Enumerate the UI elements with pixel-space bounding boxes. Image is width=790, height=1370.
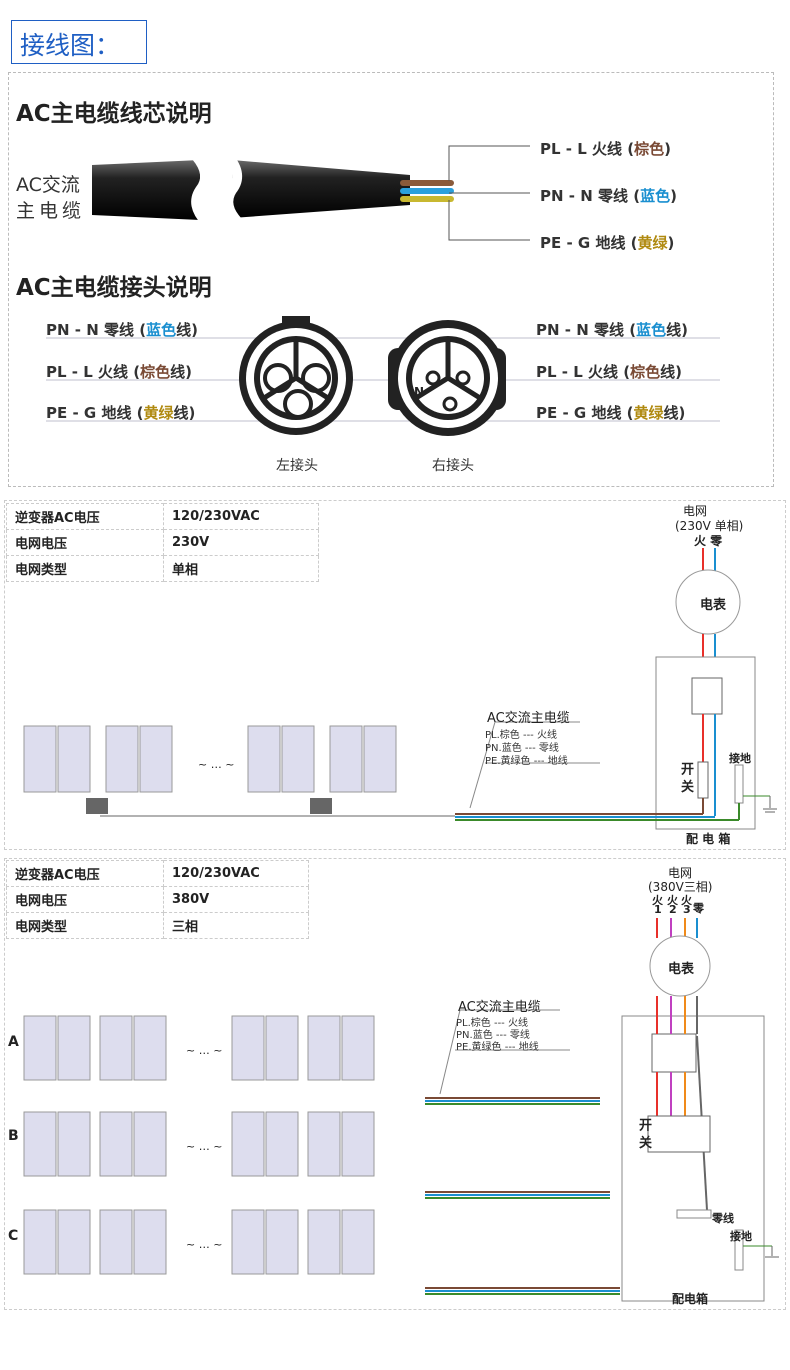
box-label-1: 配 电 箱 [686,832,731,846]
three-phase-panel [4,858,786,1310]
neutral-label: 零线 [712,1212,734,1225]
wire-label-neutral: PN - N 零线 (蓝色) [540,187,677,205]
phase-num-3: 3 [683,903,691,916]
page-title: 接线图： [20,31,121,60]
svg-text:N: N [414,385,424,399]
wire-label-live: PL - L 火线 (棕色) [540,140,671,158]
right-connector-caption: 右接头 [432,458,474,474]
dots-c: ~ … ~ [186,1238,223,1251]
wire-label-ground: PE - G 地线 (黄绿) [540,234,675,252]
single-phase-panel [4,500,786,850]
legend-1-1: PN.蓝色 --- 零线 [485,743,559,754]
legend-2-1: PN.蓝色 --- 零线 [456,1030,530,1041]
cable-explanation-panel [8,72,774,487]
single-phase-diagram [23,548,777,830]
box-label-2: 配电箱 [672,1292,709,1306]
dots-1: ~ … ~ [198,758,235,771]
grid-title-1: 电网 [683,504,708,518]
right-conn-label-live: PL - L 火线 (棕色线) [536,363,682,381]
fire-zero-label: 火 零 [694,534,723,548]
phase-num-2: 2 [669,903,677,916]
right-conn-label-ground: PE - G 地线 (黄绿线) [536,404,686,422]
switch-label-2: 开 关 [636,1118,651,1149]
connectors-illustration: N [46,316,720,436]
ground-label-2: 接地 [730,1230,752,1243]
left-conn-label-neutral: PN - N 零线 (蓝色线) [46,321,198,339]
cable-title-1: AC交流主电缆 [487,711,570,726]
left-connector [239,316,353,435]
row-label-a: A [8,1034,19,1050]
grid-title-2: 电网 [668,866,693,880]
meter-label-2: 电表 [668,962,695,977]
dots-a: ~ … ~ [186,1044,223,1057]
cable-illustration [92,145,530,241]
ground-label-1: 接地 [729,752,751,765]
phase-label-1: 火 [652,894,663,907]
phase-label-2: 火 [667,894,678,907]
cable-section-title: AC主电缆线芯说明 [16,101,212,127]
legend-1-2: PE.黄绿色 --- 地线 [485,756,568,767]
three-phase-diagram [23,918,779,1302]
cable-label-line1: AC交流 [16,174,80,196]
grid-sub-1: (230V 单相) [675,519,744,533]
right-connector: N [388,320,506,436]
cable-title-2: AC交流主电缆 [458,1000,541,1015]
row-label-b: B [8,1128,19,1144]
grid-sub-2: (380V三相) [648,880,713,894]
connector-section-title: AC主电缆接头说明 [16,275,212,301]
legend-2-0: PL.棕色 --- 火线 [456,1018,528,1029]
zero-label: 零 [693,902,704,915]
left-connector-caption: 左接头 [276,458,318,474]
left-conn-label-live: PL - L 火线 (棕色线) [46,363,192,381]
legend-1-0: PL.棕色 --- 火线 [485,730,557,741]
right-conn-label-neutral: PN - N 零线 (蓝色线) [536,321,688,339]
page-header: 接线图： [11,20,147,64]
switch-label-1: 开 关 [678,762,693,793]
legend-2-2: PE.黄绿色 --- 地线 [456,1042,539,1053]
dots-b: ~ … ~ [186,1140,223,1153]
phase-label-3: 火 [681,894,692,907]
left-conn-label-ground: PE - G 地线 (黄绿线) [46,404,196,422]
cable-label-line2: 主电缆 [16,200,86,222]
meter-label-1: 电表 [700,598,727,613]
row-label-c: C [8,1228,19,1244]
phase-num-1: 1 [654,903,662,916]
